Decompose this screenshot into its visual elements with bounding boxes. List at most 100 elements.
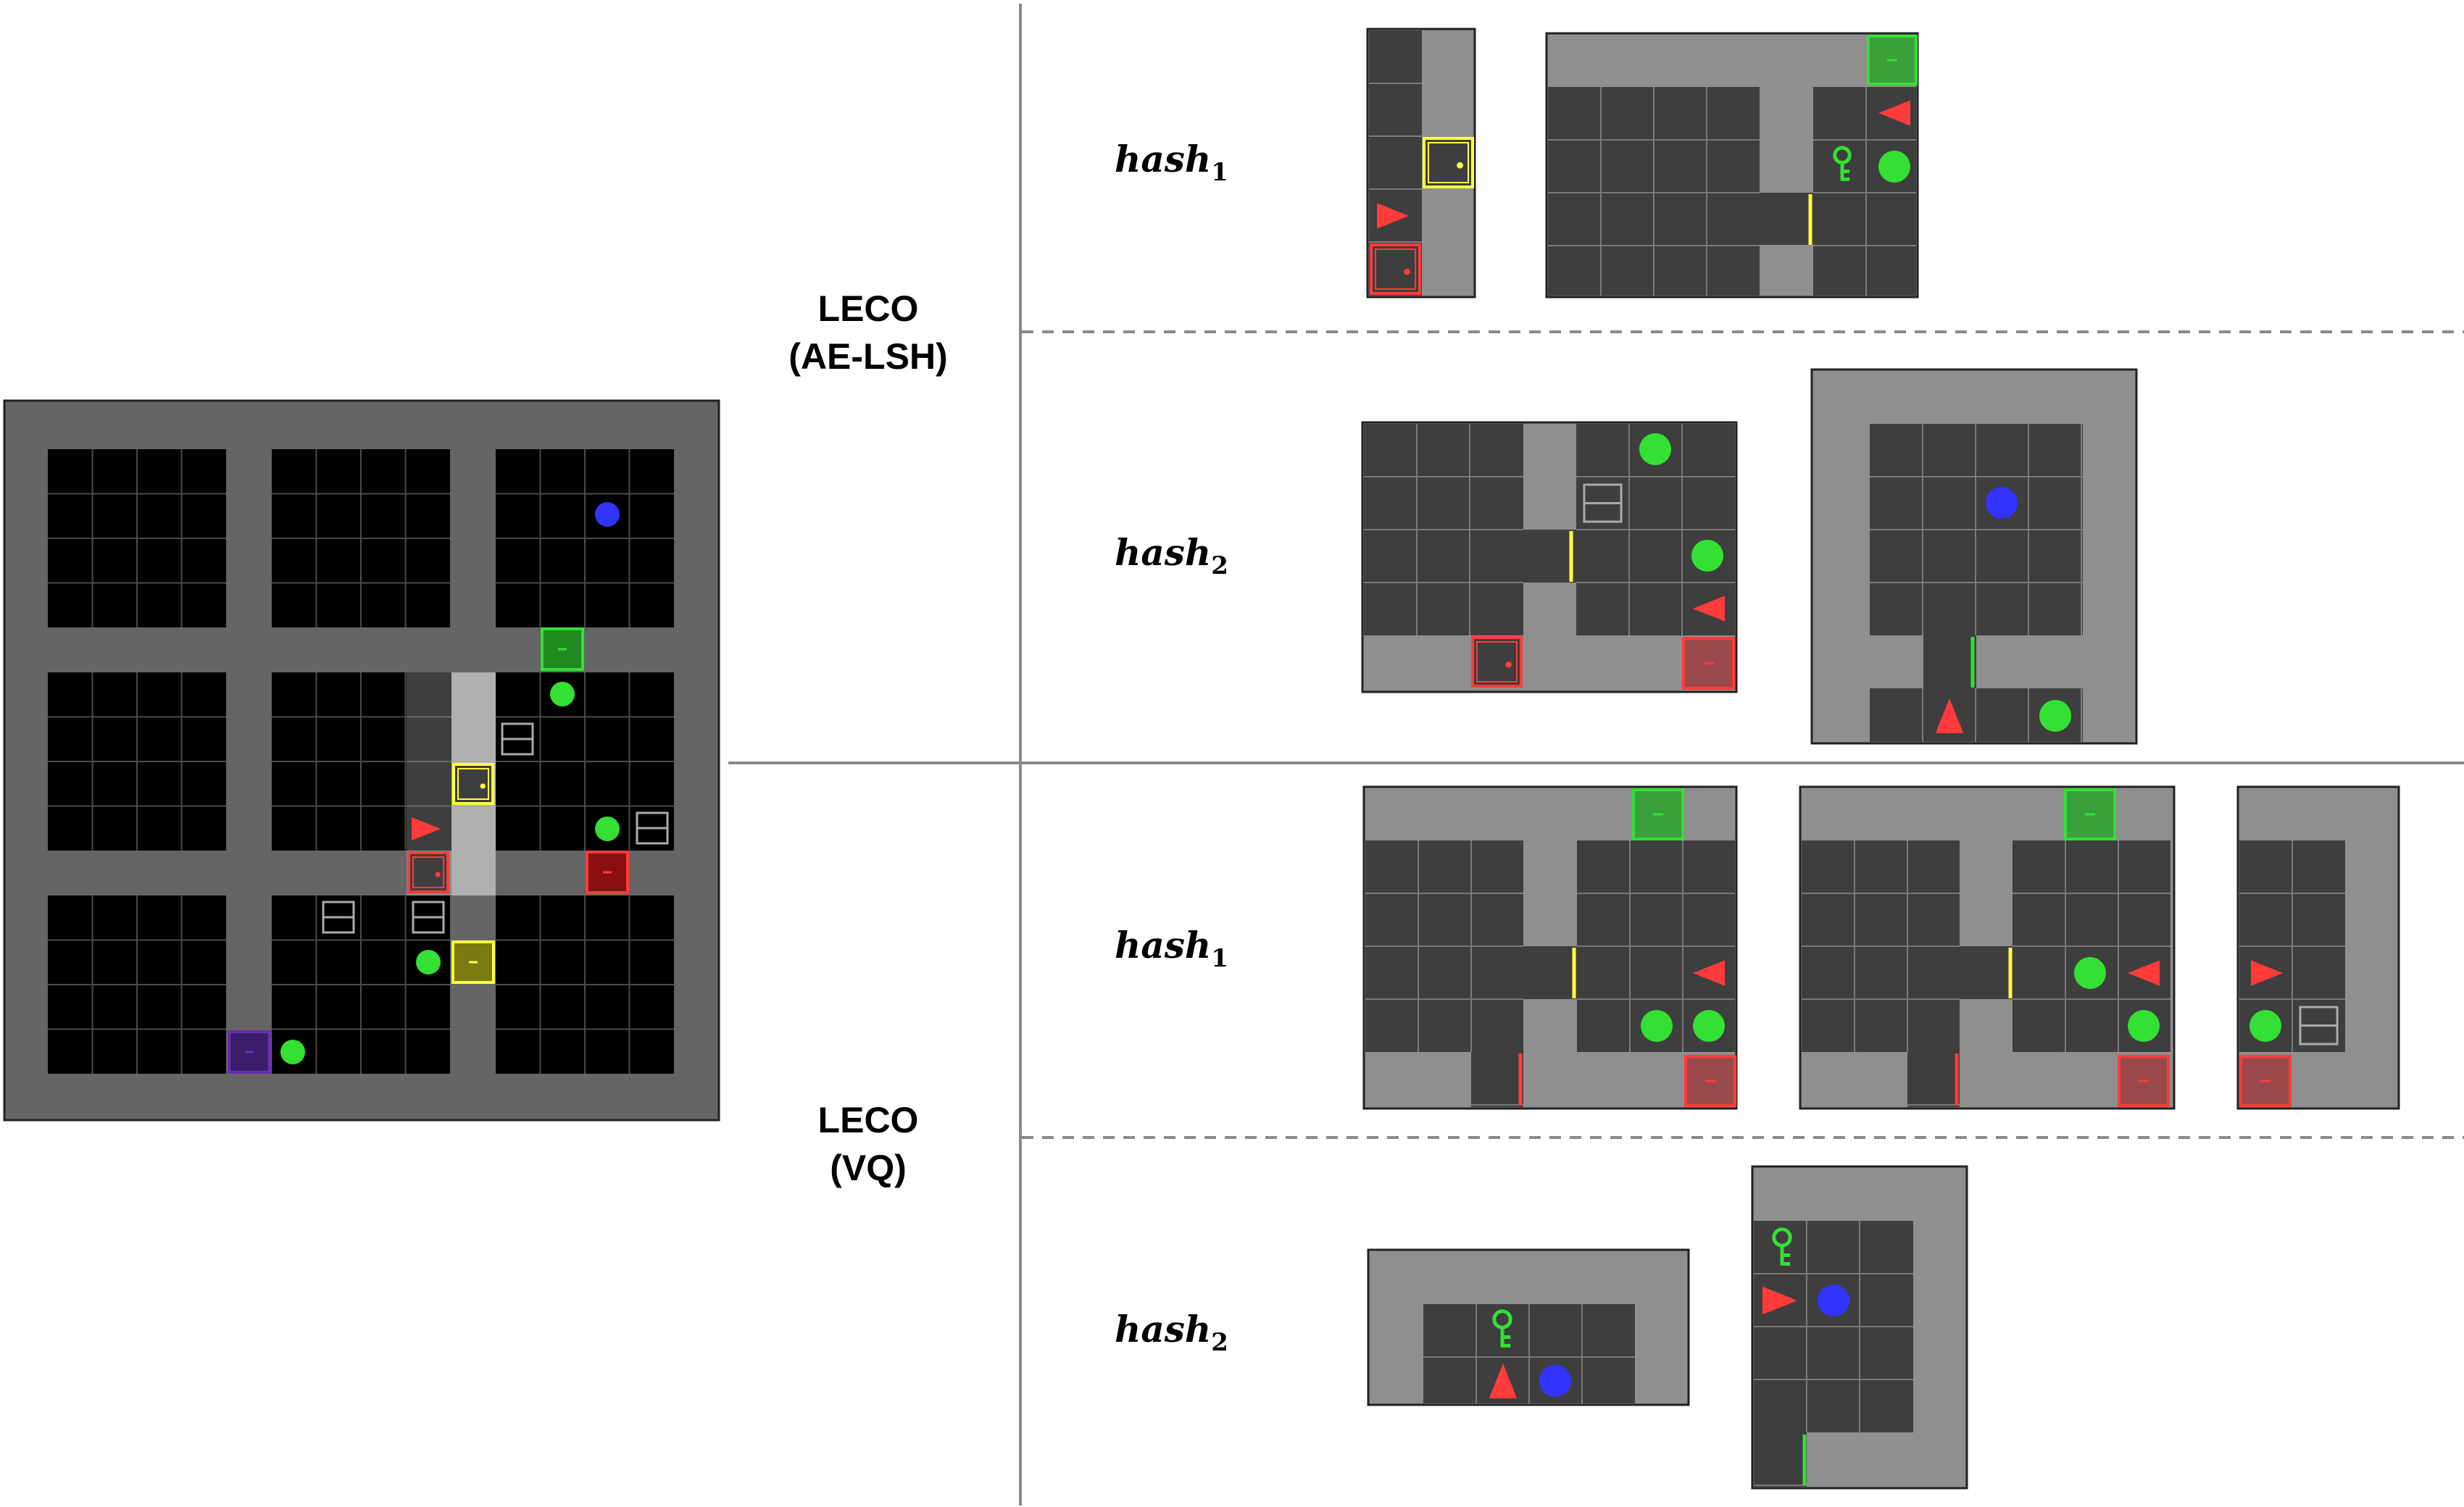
grey-box-icon: [1583, 483, 1623, 523]
door-frame: [407, 851, 449, 893]
map-room: [48, 896, 226, 1074]
panel-cells: [1523, 530, 1576, 583]
green-key-icon: [1772, 1227, 1792, 1266]
green-ball-icon: [2128, 1010, 2160, 1042]
row-label-subscript: 2: [1211, 1328, 1228, 1357]
row-label-ae-lsh-hash-2: hash2: [1115, 531, 1228, 580]
method-label-ae-lsh: LECO (AE-LSH): [788, 285, 947, 380]
door-knob: [1505, 661, 1512, 668]
agent-arrow-icon: [1935, 698, 1964, 733]
green-ball-icon: [2249, 1010, 2281, 1042]
green-locked-door-icon: [1867, 35, 1918, 85]
panel-vq-hash1-a: [1362, 785, 1738, 1110]
map-room: [496, 672, 674, 851]
agent-arrow-icon: [1377, 203, 1409, 229]
green-locked-door-icon: [541, 627, 584, 671]
grey-box-icon: [322, 901, 355, 934]
green-ball-icon: [2039, 700, 2071, 732]
row-label-text: hash: [1115, 924, 1212, 967]
panel-cells: [1960, 946, 2013, 999]
map-room: [48, 672, 226, 851]
panel-cells: [1923, 635, 1976, 688]
map-room: [48, 449, 226, 627]
panel-ae-hash1-b: [1545, 32, 1919, 299]
panel-ae-hash1-a: [1366, 28, 1476, 299]
door-knob: [1404, 268, 1410, 275]
method-label-vq-line1: LECO: [817, 1100, 919, 1140]
row-label-vq-hash-1: hash1: [1115, 924, 1228, 973]
green-key-icon: [1833, 146, 1852, 181]
room-floor: [1471, 1052, 1523, 1107]
observation-panels: [1361, 28, 2400, 1490]
green-locked-door-icon: [2064, 788, 2116, 840]
green-ball-icon: [1878, 151, 1910, 183]
panel-cells: [1813, 87, 1916, 296]
map-room: [496, 449, 674, 627]
map-rooms: [48, 449, 674, 1074]
room-floor: [1813, 87, 1916, 296]
purple-locked-door-icon: [228, 1030, 271, 1074]
blue-ball-icon: [595, 502, 620, 527]
room-floor: [1760, 193, 1813, 245]
panel-cells: [1471, 1052, 1523, 1107]
door-inner: [1375, 249, 1416, 290]
green-ball-icon: [416, 950, 441, 974]
panel-vq-hash2-b: [1751, 1165, 1968, 1490]
row-label-vq-hash-2: hash2: [1115, 1308, 1228, 1357]
blue-ball-icon: [1986, 487, 2018, 519]
room-floor: [1523, 530, 1576, 583]
agent-arrow-icon: [2251, 960, 2283, 986]
room-floor: [1923, 635, 1976, 688]
door-frame: [1370, 243, 1421, 295]
grey-box-icon: [501, 722, 534, 756]
method-label-vq-line2: (VQ): [830, 1148, 907, 1188]
agent-arrow-icon: [2128, 960, 2160, 986]
panel-cells: [1907, 1052, 1960, 1107]
door-frame: [1423, 137, 1474, 188]
door-inner: [412, 856, 444, 888]
method-label-ae-lsh-line1: LECO: [817, 288, 919, 329]
separators: [728, 4, 2464, 1506]
method-label-ae-lsh-line2: (AE-LSH): [788, 336, 948, 377]
row-label-ae-lsh-hash-1: hash1: [1115, 138, 1228, 187]
red-locked-door-icon: [2118, 1055, 2170, 1107]
yellow-locked-door-icon: [451, 940, 495, 984]
green-ball-icon: [1693, 1010, 1725, 1042]
panel-cells: [1548, 87, 1760, 296]
grey-box-icon: [636, 811, 669, 845]
panel-vq-hash1-b: [1799, 785, 2176, 1110]
green-ball-icon: [280, 1040, 305, 1064]
red-locked-door-icon: [2239, 1055, 2292, 1107]
red-locked-door-icon: [1684, 1055, 1736, 1107]
row-label-subscript: 2: [1211, 551, 1228, 580]
row-label-subscript: 1: [1211, 158, 1228, 187]
map-room: [272, 449, 450, 627]
agent-arrow-icon: [1693, 596, 1725, 622]
room-floor: [1907, 1052, 1960, 1107]
red-closed-door-icon: [407, 851, 449, 893]
row-label-text: hash: [1115, 531, 1212, 574]
red-closed-door-icon: [1370, 243, 1421, 295]
full-environment-map: [3, 399, 720, 1122]
room-floor: [1523, 946, 1577, 999]
green-key-icon: [1492, 1309, 1512, 1348]
agent-arrow-icon: [1878, 100, 1910, 126]
door-frame: [452, 763, 494, 805]
panel-ae-hash2-a: [1361, 421, 1738, 693]
green-ball-icon: [595, 817, 620, 841]
panel-cells: [1523, 946, 1577, 999]
door-knob: [480, 783, 486, 789]
blue-ball-icon: [1818, 1285, 1849, 1316]
agent-arrow-icon: [412, 817, 441, 840]
panel-vq-hash2-a: [1367, 1248, 1690, 1406]
panel-cells: [1802, 840, 1960, 1052]
red-locked-door-icon: [1682, 637, 1735, 690]
red-locked-door-icon: [586, 851, 629, 894]
blue-ball-icon: [1539, 1365, 1571, 1397]
grey-box-icon: [412, 901, 445, 934]
agent-arrow-icon: [1762, 1286, 1797, 1315]
door-knob: [435, 872, 441, 877]
door-knob: [1457, 162, 1463, 169]
panel-vq-hash1-c: [2236, 785, 2400, 1110]
